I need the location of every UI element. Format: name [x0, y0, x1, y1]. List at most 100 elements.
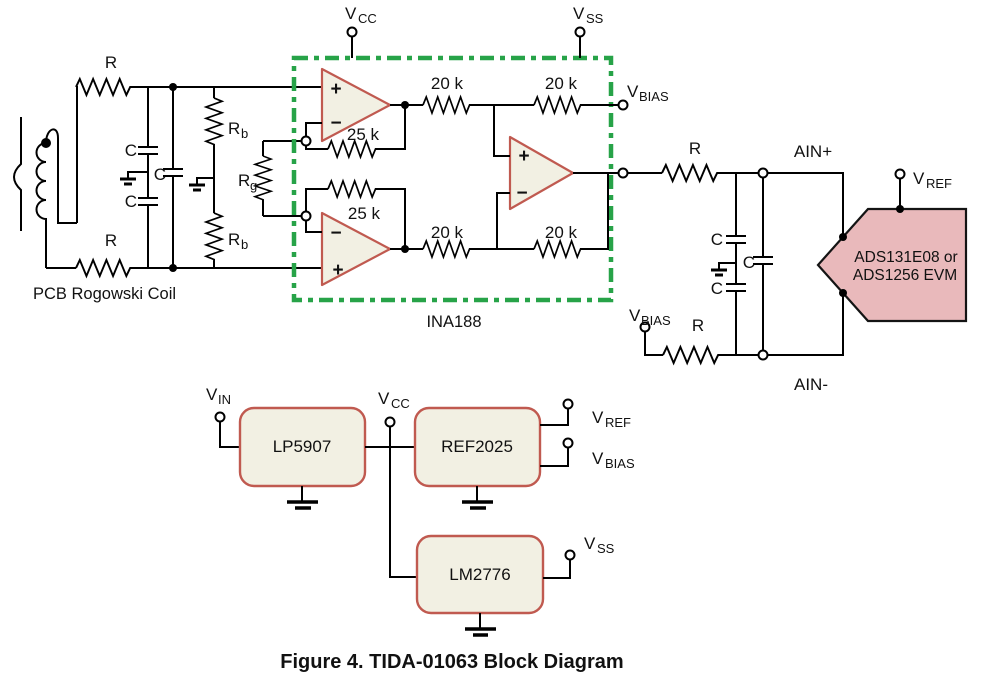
cap-c1-label: C [125, 141, 137, 160]
rg-wires [262, 140, 306, 217]
vref-out-terminal [562, 398, 574, 410]
cap-cA2-plates [726, 283, 746, 292]
vbias-in-label: V [629, 306, 641, 325]
vbias-out-label-sub: BIAS [639, 89, 669, 104]
rg-pin-top [300, 135, 312, 147]
resistor-rg-label: R [238, 171, 250, 190]
lm2776-label: LM2776 [449, 565, 510, 584]
vss-out-terminal [564, 549, 576, 561]
resistor-r-top-label: R [105, 53, 117, 72]
resistor-rb-top [205, 97, 223, 149]
vss-out-label: V [584, 534, 596, 553]
resistor-20k-2 [533, 96, 585, 114]
resistor-25k-bottom-label: 25 k [348, 204, 381, 223]
adc-line2: ADS1256 EVM [853, 267, 957, 284]
resistor-20k-3-label: 20 k [431, 223, 464, 242]
vref-pin-dot [896, 205, 904, 213]
lm2776-ground-icon [465, 627, 496, 637]
vin-label-sub: IN [218, 392, 231, 407]
rg-pin-bottom [300, 210, 312, 222]
ain-minus-terminal [757, 349, 769, 361]
resistor-20k-1 [422, 96, 474, 114]
lp5907-label: LP5907 [273, 437, 332, 456]
resistor-r-out-bottom-label: R [692, 316, 704, 335]
resistor-20k-2-label: 20 k [545, 74, 578, 93]
junction-dot [401, 245, 409, 253]
resistor-20k-4-label: 20 k [545, 223, 578, 242]
ain-plus-wire [720, 172, 844, 237]
resistor-20k-3 [422, 240, 474, 258]
lp5907-ground-icon [287, 500, 318, 510]
ground3-tap [718, 262, 736, 269]
vbias-in-label-sub: BIAS [641, 313, 671, 328]
vbias-pwr-label-sub: BIAS [605, 456, 635, 471]
opamp-top [320, 67, 392, 143]
resistor-r-out-top [661, 164, 722, 182]
power-section: V IN LP5907 V CC REF2025 V REF V BIAS LM… [206, 385, 635, 637]
coil-polarity-dot [41, 138, 51, 148]
figure-caption: Figure 4. TIDA-01063 Block Diagram [280, 651, 623, 673]
vcc-label-sub: CC [358, 11, 377, 26]
ref2025-ground-icon [462, 500, 493, 510]
vin-terminal [214, 411, 226, 423]
resistor-rb-top-label: R [228, 119, 240, 138]
ground1-icon [120, 177, 136, 186]
vref-out-label: V [592, 408, 604, 427]
resistor-20k-4 [533, 240, 585, 258]
vbias-out-label: V [627, 82, 639, 101]
resistor-r-out-top-label: R [689, 139, 701, 158]
ain-plus-label: AIN+ [794, 142, 832, 161]
cap-c2-plates [138, 197, 158, 206]
ground1-tap [127, 171, 148, 178]
junction-dot [401, 101, 409, 109]
resistor-25k-top-label: 25 k [347, 125, 380, 144]
cap-c3-plates [163, 168, 183, 177]
junction-dot [169, 83, 177, 91]
vcc-label: V [345, 4, 357, 23]
opamp-bottom [320, 211, 392, 287]
vss-out-wire [543, 560, 571, 579]
vcc-node-terminal [384, 416, 396, 428]
vref-out-label-sub: REF [605, 415, 631, 430]
adc-shape [816, 207, 968, 323]
cap-cB-plates [753, 256, 773, 265]
resistor-rb-bottom-sub: b [241, 237, 248, 252]
ain-minus-wire [721, 293, 844, 356]
ain-plus-pin-dot [839, 233, 847, 241]
vin-label: V [206, 385, 218, 404]
opamp-bottom-minus: − [330, 223, 341, 244]
cap-cA1-plates [726, 235, 746, 244]
cap-cA2-label: C [711, 279, 723, 298]
opamp-top-minus: − [330, 113, 341, 134]
ref2025-label: REF2025 [441, 437, 513, 456]
rogowski-coil: PCB Rogowski Coil [13, 86, 176, 303]
resistor-rg-sub: g [250, 178, 257, 193]
input-filter: R R C C C R b R b R g [46, 53, 322, 277]
vref-label: V [913, 169, 925, 188]
opamp-top-plus: + [330, 79, 341, 100]
resistor-25k-bottom [327, 180, 379, 198]
vss-label-sub: SS [586, 11, 604, 26]
vcc-terminal [346, 26, 358, 38]
ain-plus-terminal [757, 167, 769, 179]
top-20k-row-wires [390, 104, 623, 157]
ground2-tap [196, 177, 214, 184]
cap-cB-label: C [743, 253, 755, 272]
junction-dot [169, 264, 177, 272]
cap-cA1-label: C [711, 230, 723, 249]
ina188-block: V CC V SS + − − + + − 25 k 25 k 20 k 20 … [291, 4, 669, 331]
vss-label: V [573, 4, 585, 23]
vbias-pwr-terminal [562, 437, 574, 449]
vss-terminal [574, 26, 586, 38]
ina-output-terminal [617, 167, 629, 179]
vcc-node-label-sub: CC [391, 396, 410, 411]
measured-conductor [13, 117, 22, 231]
vbias-pwr-label: V [592, 449, 604, 468]
resistor-rg [254, 155, 272, 204]
cap-c2-label: C [125, 192, 137, 211]
resistor-r-bottom-label: R [105, 231, 117, 250]
vss-out-label-sub: SS [597, 541, 615, 556]
resistor-r-out-bottom [662, 346, 723, 364]
